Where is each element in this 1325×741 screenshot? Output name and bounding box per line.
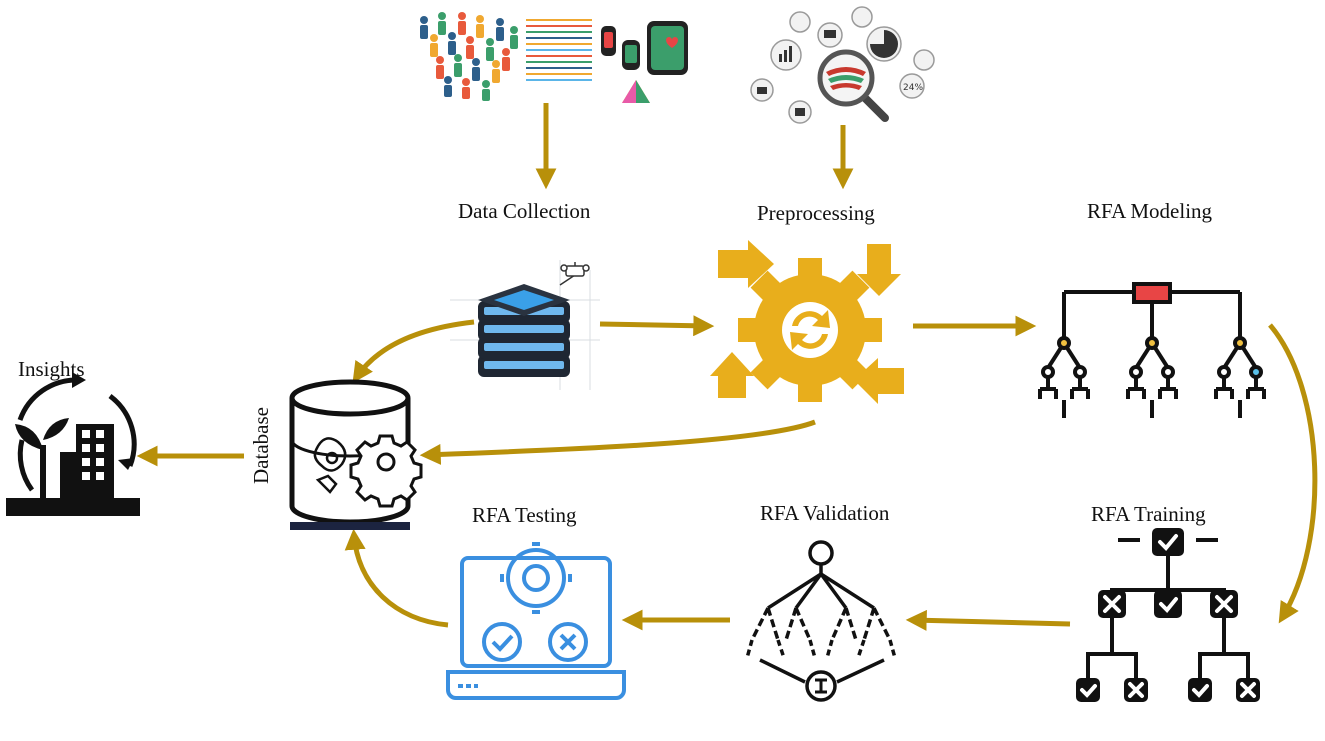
- label-preprocessing: Preprocessing: [757, 201, 875, 225]
- flow-arrows: [136, 103, 1318, 631]
- svg-text:24%: 24%: [903, 83, 923, 93]
- decision-tree-icon: [1038, 282, 1266, 418]
- arrow-server-to-database: [352, 319, 475, 384]
- laptop-check-icon: [446, 542, 626, 700]
- tree-branch: [1214, 336, 1266, 418]
- label-rfa-training: RFA Training: [1091, 502, 1206, 526]
- database-gears-icon: [289, 379, 423, 530]
- gear-arrows-icon: [710, 240, 904, 404]
- label-data-collection: Data Collection: [458, 199, 591, 223]
- arrow-testing-to-database: [344, 528, 449, 628]
- analytics-magnifier-icon: 24%: [750, 6, 935, 124]
- arrow-server-to-gear: [599, 315, 715, 337]
- network-tree-icon: [745, 540, 897, 702]
- label-database: Database: [248, 407, 273, 484]
- arrow-modeling-to-training: [1268, 323, 1318, 624]
- arrow-training-to-validation: [905, 609, 1071, 631]
- plant-building-cycle-icon: [6, 372, 140, 516]
- check-cross-tree-icon: [1076, 528, 1260, 702]
- arrow-gear-to-database: [419, 419, 816, 465]
- label-insights: Insights: [18, 357, 85, 381]
- people-devices-icon: [420, 12, 688, 103]
- tree-branch: [1038, 336, 1090, 418]
- server-stack-icon: [450, 260, 600, 390]
- label-rfa-modeling: RFA Modeling: [1087, 199, 1213, 223]
- tree-branch: [1126, 336, 1178, 418]
- label-rfa-testing: RFA Testing: [472, 503, 577, 527]
- label-rfa-validation: RFA Validation: [760, 501, 890, 525]
